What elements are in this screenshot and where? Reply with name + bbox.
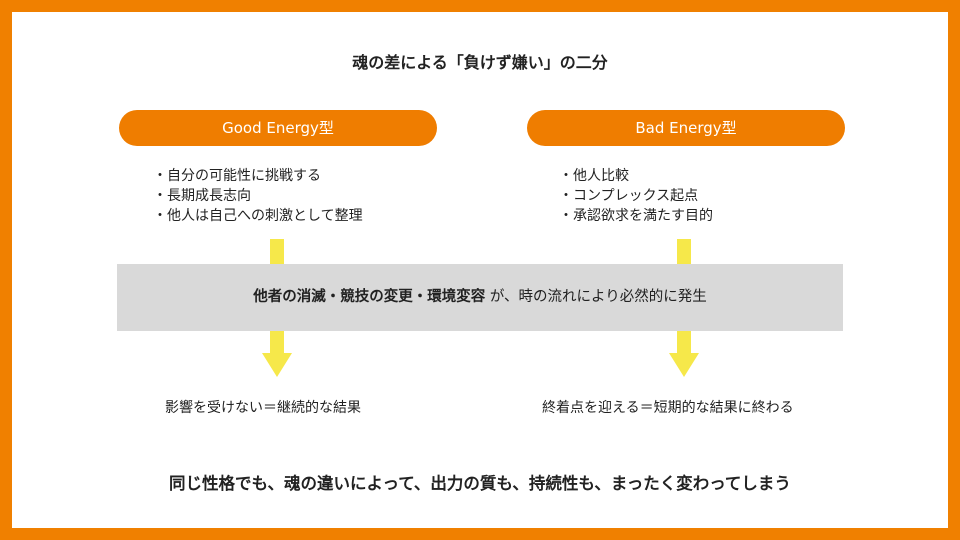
good-energy-label: Good Energy型 xyxy=(119,110,437,146)
band-bold-text: 他者の消滅・競技の変更・環境変容 xyxy=(253,289,486,305)
list-item: ・他人比較 xyxy=(559,168,629,184)
slide-title: 魂の差による「負けず嫌い」の二分 xyxy=(352,53,608,72)
list-item: ・長期成長志向 xyxy=(153,188,251,204)
down-arrow-left-icon xyxy=(262,331,292,377)
arrow-shaft-left xyxy=(270,239,284,264)
down-arrow-right-icon xyxy=(669,331,699,377)
good-energy-traits: ・自分の可能性に挑戦する ・長期成長志向 ・他人は自己への刺激として整理 xyxy=(153,166,363,226)
bad-energy-traits: ・他人比較 ・コンプレックス起点 ・承認欲求を満たす目的 xyxy=(559,166,713,226)
bad-energy-label: Bad Energy型 xyxy=(527,110,845,146)
list-item: ・コンプレックス起点 xyxy=(559,188,699,204)
list-item: ・他人は自己への刺激として整理 xyxy=(153,208,363,224)
arrow-shaft-right xyxy=(677,239,691,264)
list-item: ・自分の可能性に挑戦する xyxy=(153,168,321,184)
band-text: が、時の流れにより必然的に発生 xyxy=(485,289,707,305)
bad-energy-result: 終着点を迎える＝短期的な結果に終わる xyxy=(542,400,794,416)
good-energy-result: 影響を受けない＝継続的な結果 xyxy=(165,400,361,416)
conclusion-text: 同じ性格でも、魂の違いによって、出力の質も、持続性も、まったく変わってしまう xyxy=(169,474,791,493)
list-item: ・承認欲求を満たす目的 xyxy=(559,208,713,224)
event-band: 他者の消滅・競技の変更・環境変容 が、時の流れにより必然的に発生 xyxy=(117,264,843,331)
